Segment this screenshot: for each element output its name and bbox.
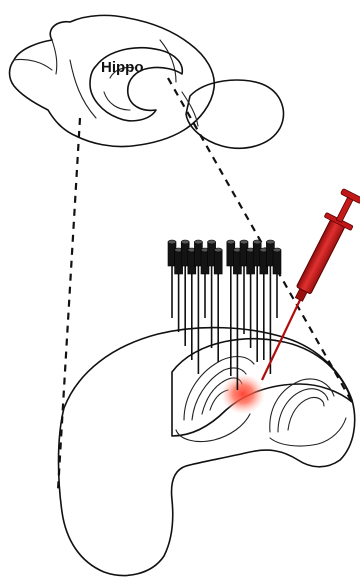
- whole-brain-illustration: Hippo: [10, 15, 284, 148]
- enlarged-hippocampus: [59, 328, 355, 576]
- brain-region-label: Hippo: [101, 59, 144, 76]
- electrode-cap: [194, 240, 202, 244]
- electrode-cap: [273, 248, 281, 252]
- electrode-cap: [181, 240, 189, 244]
- cortex-shape: [10, 15, 215, 146]
- injection-site: [221, 374, 265, 414]
- electrode-cap: [240, 240, 248, 244]
- electrode-connector: [273, 250, 281, 274]
- cortex-sulcus: [70, 40, 198, 126]
- zoom-line-left: [58, 118, 80, 490]
- electrode-cap: [168, 240, 176, 244]
- electrode-cap: [253, 240, 261, 244]
- cerebellum-shape: [186, 80, 283, 148]
- ca-field-left: [176, 414, 250, 442]
- electrode-cap: [214, 248, 222, 252]
- ca-field-right: [270, 418, 346, 446]
- electrode-array: [168, 240, 281, 390]
- hippocampus-body: [59, 328, 355, 576]
- syringe-plunger: [336, 196, 353, 222]
- electrode-cap: [266, 240, 274, 244]
- electrode-cap: [208, 240, 216, 244]
- electrode-connector: [214, 250, 222, 274]
- syringe-barrel: [296, 219, 345, 294]
- electrode-cap: [227, 240, 235, 244]
